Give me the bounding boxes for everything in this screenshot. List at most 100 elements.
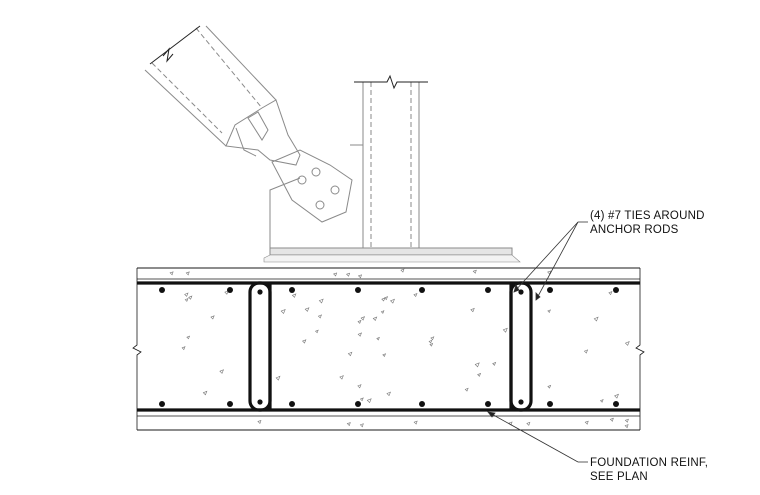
rebar-dot [355,287,361,293]
aggregate-mark [376,336,380,341]
aggregate-mark [428,339,433,344]
aggregate-mark [380,310,385,314]
gusset-plate [269,144,420,250]
aggregate-mark [547,309,551,313]
aggregate-mark [624,424,629,429]
foundation-annotation-line1: FOUNDATION REINF, [590,457,709,469]
aggregate-mark [430,336,435,341]
leaders [487,221,588,463]
aggregate-mark [413,420,418,425]
aggregate-mark [584,420,589,425]
tie-left [248,281,272,412]
aggregate-mark [381,297,386,302]
tie-corner-bar [257,399,263,405]
aggregate-mark [502,327,508,333]
aggregate-mark [624,341,630,346]
aggregate-mark [464,387,469,392]
aggregate-mark [413,292,418,298]
aggregate-mark [359,397,364,402]
steel-assembly [144,25,513,256]
aggregate-mark [593,316,599,322]
aggregate-mark [318,298,324,304]
rebar-dot [355,401,361,407]
aggregate-mark [188,295,193,300]
ties-annotation: (4) #7 TIES AROUND ANCHOR RODS [590,209,705,237]
aggregate-mark [210,315,215,320]
aggregate-mark [275,375,281,381]
rebar-dots [159,287,619,407]
aggregate-mark [357,384,362,389]
rebar-dot [159,401,165,407]
rebar-dot [159,287,165,293]
aggregate-mark [429,342,434,347]
aggregate-mark [347,351,353,357]
aggregate-mark [346,272,351,277]
ties-annotation-line1: (4) #7 TIES AROUND [590,210,705,222]
aggregate-mark [304,307,310,312]
rebar-dot [547,287,553,293]
aggregate-mark [184,298,189,302]
aggregate-mark [360,316,366,321]
aggregate-mark [280,308,286,315]
concrete-aggregate [169,268,630,429]
aggregate-mark [477,372,482,377]
aggregate-mark [346,422,351,427]
aggregate-mark [181,346,186,351]
aggregate-mark [583,349,589,354]
rebar-dot [485,287,491,293]
aggregate-mark [547,384,552,389]
rebar-dot [227,287,233,293]
aggregate-mark [357,274,363,279]
aggregate-mark [366,398,372,404]
aggregate-mark [472,269,477,274]
aggregate-mark [384,296,389,301]
aggregate-mark [357,332,363,337]
foundation-annotation-line2: SEE PLAN [590,471,648,483]
aggregate-mark [608,291,613,296]
tie-corner-bar [257,289,263,295]
aggregate-mark [547,270,552,275]
aggregate-mark [474,362,480,368]
aggregate-mark [614,393,619,399]
aggregate-mark [302,339,307,344]
reinforcement [137,281,640,412]
aggregate-mark [224,290,229,295]
column [354,74,428,250]
base-plate [269,247,513,256]
ties-annotation-line2: ANCHOR RODS [590,224,679,236]
aggregate-mark [186,335,191,340]
aggregate-mark [357,319,362,324]
aggregate-mark [169,271,174,276]
rebar-dot [289,401,295,407]
aggregate-mark [339,375,344,380]
rebar-dot [613,401,619,407]
aggregate-mark [609,417,614,422]
aggregate-mark [390,298,395,304]
aggregate-mark [599,399,604,403]
rebar-dot [419,401,425,407]
aggregate-mark [624,418,629,423]
aggregate-mark [386,391,391,397]
rebar-dot [613,287,619,293]
rebar-dot [547,401,553,407]
aggregate-mark [333,272,338,277]
aggregate-mark [185,271,190,276]
diagonal-brace [144,25,353,223]
aggregate-mark [184,292,189,297]
rebar-dot [419,287,425,293]
aggregate-mark [291,293,297,298]
foundation-annotation: FOUNDATION REINF, SEE PLAN [590,456,708,484]
foundation [132,254,645,431]
tie-corner-bar [518,289,524,295]
tie-right [509,281,533,412]
aggregate-mark [317,314,323,319]
aggregate-mark [492,361,497,366]
aggregate-mark [219,369,224,374]
aggregate-mark [400,268,405,273]
rebar-dot [227,401,233,407]
rebar-dot [289,287,295,293]
aggregate-mark [382,353,387,357]
aggregate-mark [526,421,531,426]
aggregate-mark [372,316,378,322]
